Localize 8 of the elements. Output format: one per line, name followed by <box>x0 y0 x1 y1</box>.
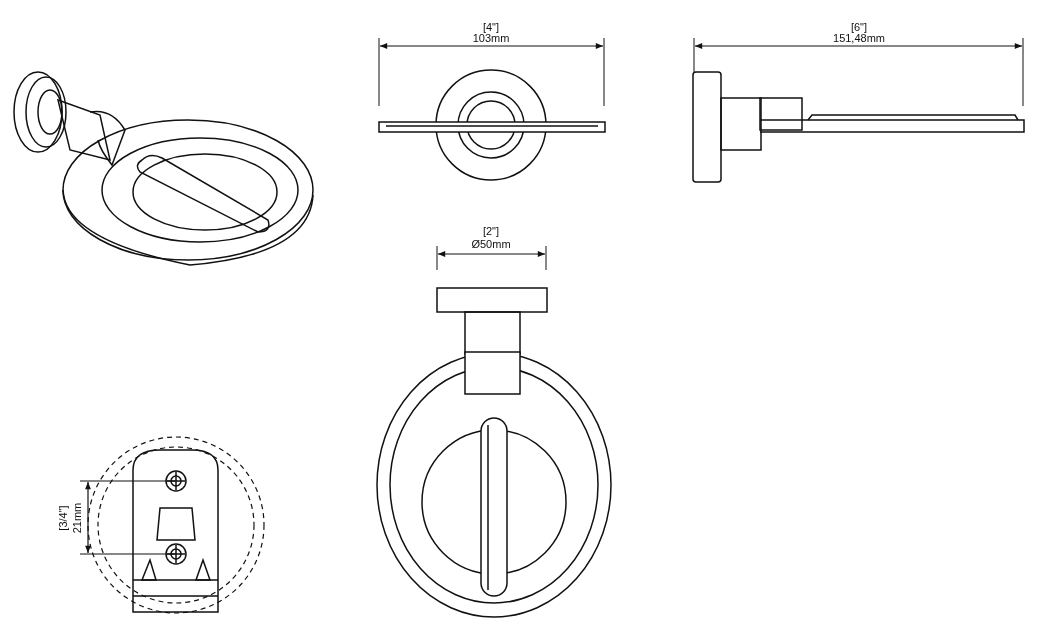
dimension-label: 151,48mm <box>833 32 885 44</box>
dimension-label: 21mm <box>71 502 83 534</box>
dimension-label: [2"] <box>482 225 500 237</box>
dimension-label: [4"] <box>482 21 500 33</box>
dimension-label: [3/4"] <box>57 505 69 531</box>
dimension-label: Ø50mm <box>471 238 511 250</box>
dimension-label: 103mm <box>472 32 510 44</box>
dimension-label: [6"] <box>850 21 868 33</box>
